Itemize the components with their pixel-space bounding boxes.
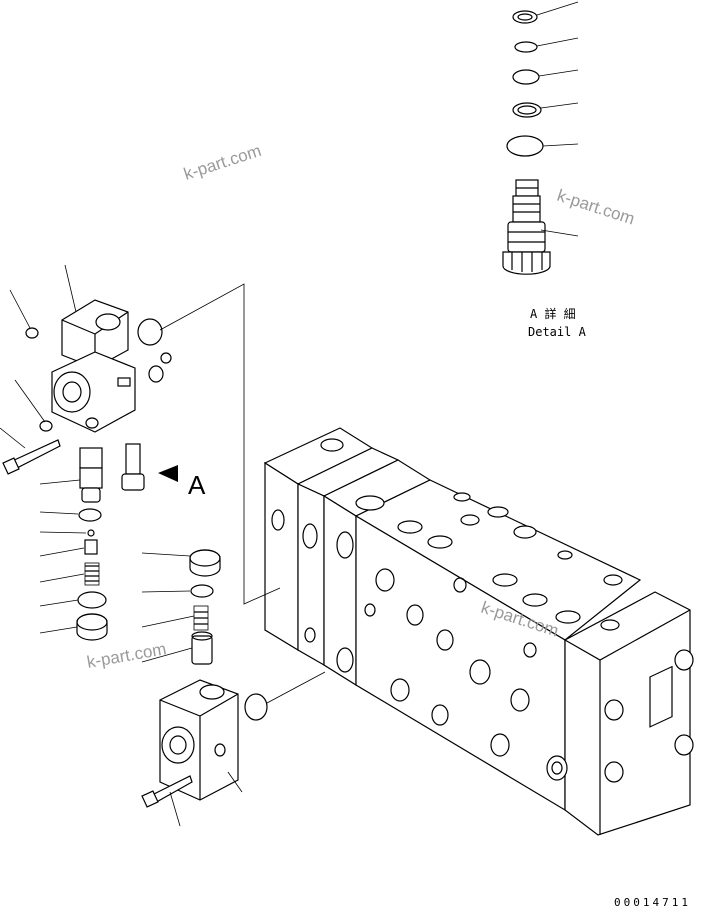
watermark-3: k-part.com [85, 639, 167, 672]
top-ports [320, 438, 623, 631]
o-ring-2 [512, 69, 540, 85]
valve-cartridge [502, 179, 551, 275]
cap-middle [189, 549, 221, 577]
block-o-ring [244, 693, 268, 721]
view-arrow [158, 465, 178, 482]
spring-middle [193, 605, 209, 631]
o-ring-small [78, 508, 102, 522]
side-ports [271, 509, 537, 757]
lower-bolt [141, 775, 193, 808]
detail-title-en: Detail A [528, 325, 587, 339]
plug-seal [77, 591, 107, 609]
pilot-cartridge [79, 447, 103, 503]
spring [84, 562, 100, 586]
seal-ring-1 [512, 10, 538, 24]
detail-a-group: A 詳 細 Detail A [502, 1, 587, 339]
view-marker: A [188, 470, 206, 500]
leader-lines [0, 264, 243, 827]
o-ring-3 [506, 135, 544, 157]
seal-middle [190, 584, 214, 598]
detail-a-cartridge [121, 443, 145, 491]
o-ring-1 [514, 41, 538, 53]
backup-ring [512, 102, 542, 118]
mounting-bolt [2, 439, 61, 475]
drawing-number: 00014711 [614, 896, 691, 909]
detail-title-jp: A 詳 細 [530, 306, 576, 321]
watermark-2: k-part.com [555, 186, 637, 229]
control-valve-block [263, 427, 694, 836]
spool-valve-section [51, 299, 172, 433]
lower-cover [159, 679, 239, 801]
piston-middle [191, 631, 213, 665]
plug-cap [76, 613, 108, 641]
ball [87, 529, 95, 537]
detail-leaders [536, 1, 579, 237]
watermark-1: k-part.com [181, 141, 263, 184]
small-screws [25, 327, 53, 432]
poppet [84, 539, 98, 555]
end-plugs [546, 649, 694, 783]
